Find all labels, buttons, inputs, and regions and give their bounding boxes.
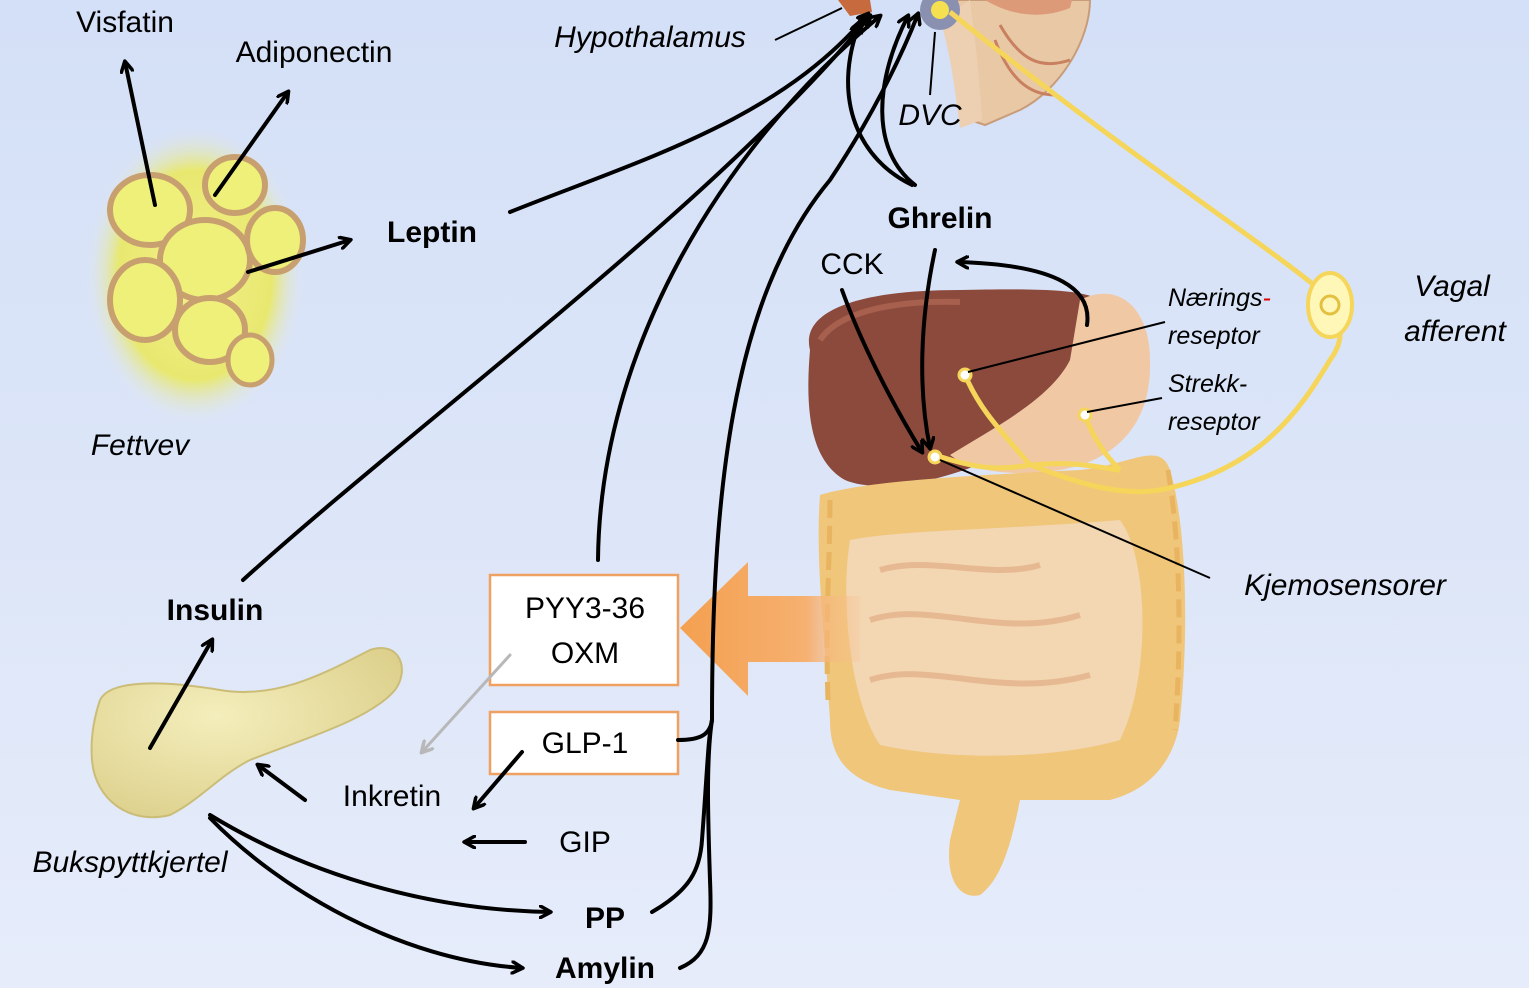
intestine-illustration (819, 455, 1186, 895)
ghrelin-label: Ghrelin (887, 202, 992, 235)
pyy-label: PYY3-36 (525, 592, 645, 625)
insulin-to-brain-arrow (243, 16, 870, 580)
naerings-label-text: Nærings (1168, 284, 1262, 312)
bukspyttkjertel-label: Bukspyttkjertel (32, 846, 228, 879)
leptin-label: Leptin (387, 216, 477, 249)
amylin-to-brain-arrow (680, 720, 712, 968)
gip-label: GIP (559, 826, 611, 859)
strekk-label-line1: Strekk- (1168, 370, 1247, 398)
glp1-label: GLP-1 (542, 727, 629, 760)
pyy-to-brain-arrow (598, 16, 880, 560)
hypothalamus-leader (775, 8, 842, 40)
insulin-label: Insulin (167, 594, 264, 627)
naerings-label-line2: reseptor (1168, 322, 1261, 350)
oxm-label: OXM (551, 637, 619, 670)
pp-label: PP (585, 902, 625, 935)
vagal-label-line1: Vagal (1414, 270, 1491, 303)
adiponectin-label: Adiponectin (236, 36, 393, 69)
cck-label: CCK (820, 248, 883, 281)
naerings-label-dash: - (1262, 284, 1270, 312)
vagal-label-line2: afferent (1404, 315, 1507, 348)
dvc-label: DVC (898, 99, 962, 132)
adipose-tissue-illustration (85, 125, 305, 425)
amylin-label: Amylin (555, 952, 655, 985)
inkretin-to-pancreas-arrow (258, 765, 305, 800)
fettvev-label: Fettvev (91, 429, 191, 462)
visfatin-label: Visfatin (76, 6, 174, 39)
inkretin-label: Inkretin (343, 780, 441, 813)
kjemosensorer-label: Kjemosensorer (1244, 569, 1447, 602)
hypothalamus-label: Hypothalamus (554, 21, 746, 54)
naerings-label-line1: Nærings- (1168, 284, 1271, 312)
strekk-label-line2: reseptor (1168, 408, 1261, 436)
dvc-leader (930, 32, 935, 95)
